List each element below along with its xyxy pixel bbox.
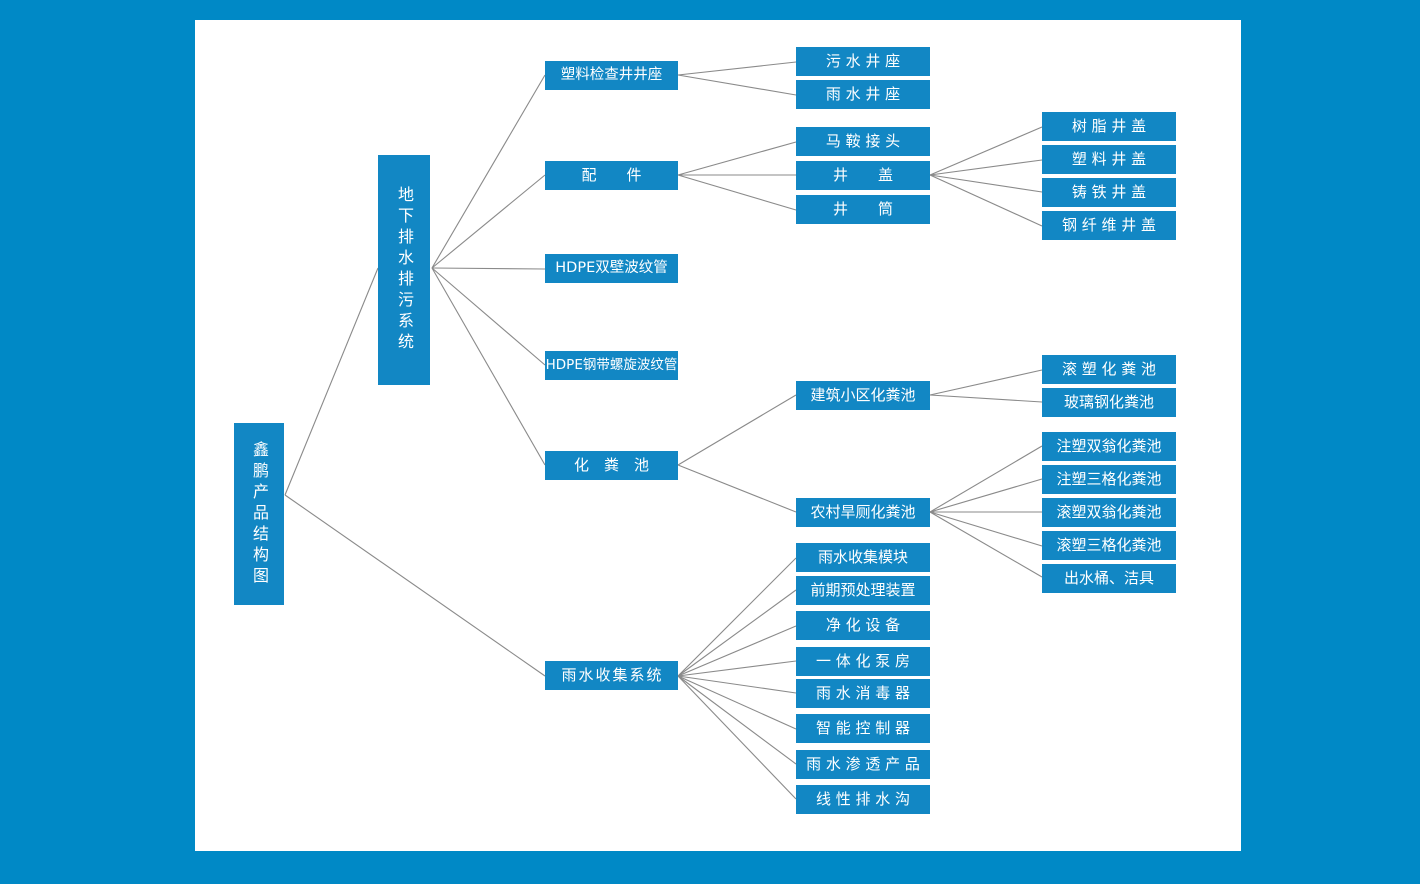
edge-rural-to-inj-three [929, 478, 1043, 513]
diagram-canvas: 鑫鹏产品结构图 地下排水排污系统 雨水收集系统 塑料检查井井座 配 件 HDPE… [195, 20, 1241, 851]
edge-septic-to-urban [677, 394, 797, 466]
node-saddle-joint[interactable]: 马 鞍 接 头 [796, 127, 930, 156]
node-root[interactable]: 鑫鹏产品结构图 [234, 423, 284, 605]
node-plastic-manhole-cover[interactable]: 塑 料 井 盖 [1042, 145, 1176, 174]
node-fittings[interactable]: 配 件 [545, 161, 678, 190]
node-rural-dry-toilet-septic-tank[interactable]: 农村旱厕化粪池 [796, 498, 930, 527]
edge-drainage-to-hdpe-steel [431, 267, 546, 366]
node-hdpe-steel-belt-spiral-corrugated-pipe[interactable]: HDPE钢带螺旋波纹管 [545, 351, 678, 380]
node-injection-three-grid-septic-tank[interactable]: 注塑三格化粪池 [1042, 465, 1176, 494]
edge-inspection-to-storm-base [677, 74, 797, 96]
node-resin-manhole-cover[interactable]: 树 脂 井 盖 [1042, 112, 1176, 141]
edge-rain-to-linear-drain [677, 675, 797, 800]
edge-rain-to-pump-house [677, 660, 797, 677]
node-intelligent-controller[interactable]: 智 能 控 制 器 [796, 714, 930, 743]
node-septic-tank[interactable]: 化 粪 池 [545, 451, 678, 480]
edge-cover-to-cast-iron [929, 174, 1043, 193]
node-rainwater-disinfector[interactable]: 雨 水 消 毒 器 [796, 679, 930, 708]
edge-rural-to-inj-double [929, 445, 1043, 513]
node-well-barrel[interactable]: 井 筒 [796, 195, 930, 224]
edge-fittings-to-saddle [677, 141, 797, 176]
edge-root-to-drainage [284, 267, 379, 496]
edge-septic-to-rural [677, 464, 797, 513]
node-rotomolded-septic-tank[interactable]: 滚 塑 化 粪 池 [1042, 355, 1176, 384]
node-rainwater-infiltration-product[interactable]: 雨 水 渗 透 产 品 [796, 750, 930, 779]
edge-drainage-to-fittings [431, 174, 546, 269]
edge-fittings-to-well-barrel [677, 174, 797, 211]
edge-rain-to-pretreatment [677, 589, 797, 677]
node-rotomolded-three-grid-septic-tank[interactable]: 滚塑三格化粪池 [1042, 531, 1176, 560]
edge-rain-to-disinfector [677, 675, 797, 694]
node-rainwater-collection-system[interactable]: 雨水收集系统 [545, 661, 678, 690]
edge-rain-to-infiltration [677, 675, 797, 765]
node-underground-drainage-system[interactable]: 地下排水排污系统 [378, 155, 430, 385]
edge-drainage-to-inspection-well [431, 74, 546, 269]
node-frp-septic-tank[interactable]: 玻璃钢化粪池 [1042, 388, 1176, 417]
edge-rain-to-module [677, 557, 797, 677]
node-sewage-well-base[interactable]: 污 水 井 座 [796, 47, 930, 76]
node-outlet-bucket-and-fixtures[interactable]: 出水桶、洁具 [1042, 564, 1176, 593]
node-integrated-pump-house[interactable]: 一 体 化 泵 房 [796, 647, 930, 676]
node-linear-drainage-channel[interactable]: 线 性 排 水 沟 [796, 785, 930, 814]
node-purification-equipment[interactable]: 净 化 设 备 [796, 611, 930, 640]
edge-cover-to-steel-fiber [929, 174, 1043, 227]
edge-rain-to-purification [677, 625, 797, 677]
node-injection-double-jar-septic-tank[interactable]: 注塑双翁化粪池 [1042, 432, 1176, 461]
edge-urban-to-rotomolded [929, 369, 1043, 396]
node-rainwater-collection-module[interactable]: 雨水收集模块 [796, 543, 930, 572]
edge-drainage-to-hdpe-double [431, 267, 546, 270]
edge-rural-to-outlet [929, 511, 1043, 578]
node-pretreatment-device[interactable]: 前期预处理装置 [796, 576, 930, 605]
node-rotomolded-double-jar-septic-tank[interactable]: 滚塑双翁化粪池 [1042, 498, 1176, 527]
edge-root-to-rainwater [284, 494, 546, 677]
node-steel-fiber-manhole-cover[interactable]: 钢 纤 维 井 盖 [1042, 211, 1176, 240]
edge-drainage-to-septic [431, 267, 546, 466]
node-residential-community-septic-tank[interactable]: 建筑小区化粪池 [796, 381, 930, 410]
node-manhole-cover[interactable]: 井 盖 [796, 161, 930, 190]
edge-urban-to-frp [929, 394, 1043, 403]
edge-rural-to-roto-three [929, 511, 1043, 547]
edge-rain-to-controller [677, 675, 797, 730]
edge-cover-to-plastic [929, 159, 1043, 176]
node-stormwater-well-base[interactable]: 雨 水 井 座 [796, 80, 930, 109]
node-plastic-inspection-well-base[interactable]: 塑料检查井井座 [545, 61, 678, 90]
edge-cover-to-resin [929, 126, 1043, 176]
node-cast-iron-manhole-cover[interactable]: 铸 铁 井 盖 [1042, 178, 1176, 207]
node-hdpe-double-wall-corrugated-pipe[interactable]: HDPE双壁波纹管 [545, 254, 678, 283]
edge-inspection-to-sewage-base [677, 61, 797, 76]
